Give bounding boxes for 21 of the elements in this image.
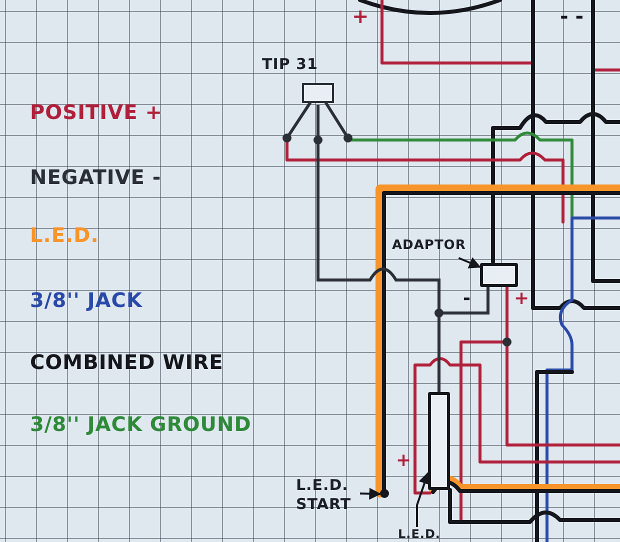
led-strip <box>428 392 450 490</box>
jack-legend: 3/8'' JACK <box>30 288 142 312</box>
wire-end-dot <box>380 489 389 498</box>
leader-arrow <box>360 488 382 500</box>
leader-arrow <box>458 257 482 268</box>
combined-wire-legend: COMBINED WIRE <box>30 350 224 374</box>
adaptor-box <box>480 263 518 287</box>
plus-sign: + <box>352 4 369 28</box>
plus-sign: + <box>514 288 530 309</box>
negative-legend: NEGATIVE - <box>30 165 162 189</box>
led-legend: L.E.D. <box>30 223 99 247</box>
node-label: L.E.D. <box>398 527 442 542</box>
node-label: L.E.D. START <box>296 476 352 514</box>
positive-legend: POSITIVE + <box>30 100 162 124</box>
jack-ground-legend: 3/8'' JACK GROUND <box>30 412 252 436</box>
node-label: TIP 31 <box>262 55 319 74</box>
minus-signs: - - <box>560 4 584 28</box>
minus-sign: - <box>463 288 470 309</box>
plus-sign: + <box>396 450 412 471</box>
node-label: ADAPTOR <box>392 238 467 254</box>
leader-arrow <box>416 472 430 527</box>
